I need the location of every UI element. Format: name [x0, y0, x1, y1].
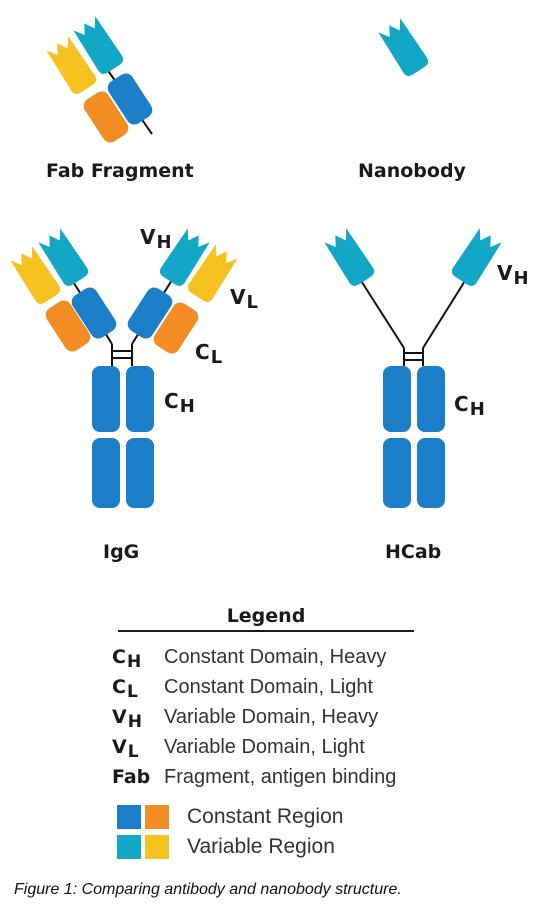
- igg-vh-label: VH: [140, 225, 172, 253]
- hcab-ch2-domain-left: [383, 366, 411, 432]
- hcab-left-arm-line: [357, 275, 405, 349]
- hcab-right-arm-line: [422, 275, 469, 349]
- hcab-right-vhh-domain: [449, 227, 503, 289]
- hcab-ch2-domain-right: [417, 366, 445, 432]
- hcab-antibody: [323, 227, 503, 508]
- hcab-ch-label: CH: [454, 392, 485, 420]
- legend-constant-region: Constant Region: [117, 804, 343, 830]
- igg-ch2-domain-right: [126, 366, 154, 432]
- legend-abbreviation: CH: [112, 645, 142, 672]
- legend-abbreviation: VL: [112, 735, 139, 762]
- legend-entry: VH Variable Domain, Heavy: [112, 702, 378, 732]
- igg-cl-label: CL: [195, 340, 223, 368]
- igg-label: IgG: [103, 541, 140, 563]
- fab-fragment-label: Fab Fragment: [46, 160, 194, 182]
- nanobody-vhh-domain: [377, 17, 431, 79]
- legend-title: Legend: [226, 605, 306, 627]
- hcab-ch3-domain-right: [417, 438, 445, 508]
- legend-abbreviation: CL: [112, 675, 138, 702]
- nanobody: [377, 17, 431, 79]
- legend-description: Variable Domain, Light: [164, 735, 365, 758]
- igg-vl-label: VL: [230, 285, 258, 313]
- igg-ch3-domain-right: [126, 438, 154, 508]
- legend-description: Constant Domain, Heavy: [164, 645, 387, 668]
- legend-abbreviation: VH: [112, 705, 142, 732]
- constant-region-label: Constant Region: [187, 805, 344, 828]
- legend-entry: VL Variable Domain, Light: [112, 732, 365, 762]
- nanobody-label: Nanobody: [358, 160, 466, 182]
- igg-ch3-domain-left: [92, 438, 120, 508]
- hcab-ch3-domain-left: [383, 438, 411, 508]
- legend-entry: CH Constant Domain, Heavy: [112, 642, 386, 672]
- legend-entry: Fab Fragment, antigen binding: [112, 762, 396, 792]
- igg-antibody: [9, 227, 239, 508]
- constant-light-swatch: [145, 805, 169, 829]
- variable-heavy-swatch: [117, 835, 141, 859]
- legend-divider: [118, 630, 414, 632]
- legend-description: Constant Domain, Light: [164, 675, 374, 698]
- figure-caption: Figure 1: Comparing antibody and nanobod…: [14, 881, 402, 898]
- variable-light-swatch: [145, 835, 169, 859]
- legend-description: Variable Domain, Heavy: [164, 705, 379, 728]
- variable-region-label: Variable Region: [187, 835, 335, 858]
- fab-fragment: [45, 15, 156, 146]
- constant-heavy-swatch: [117, 805, 141, 829]
- hcab-label: HCab: [385, 541, 442, 563]
- igg-ch-label: CH: [164, 389, 195, 417]
- legend-description: Fragment, antigen binding: [164, 765, 397, 788]
- legend-entry: CL Constant Domain, Light: [112, 672, 373, 702]
- legend-abbreviation: Fab: [112, 765, 151, 788]
- hcab-vh-label: VH: [497, 261, 529, 289]
- igg-ch2-domain-left: [92, 366, 120, 432]
- antibody-diagram: [9, 15, 503, 508]
- hcab-left-vhh-domain: [323, 227, 377, 289]
- legend-variable-region: Variable Region: [117, 834, 335, 860]
